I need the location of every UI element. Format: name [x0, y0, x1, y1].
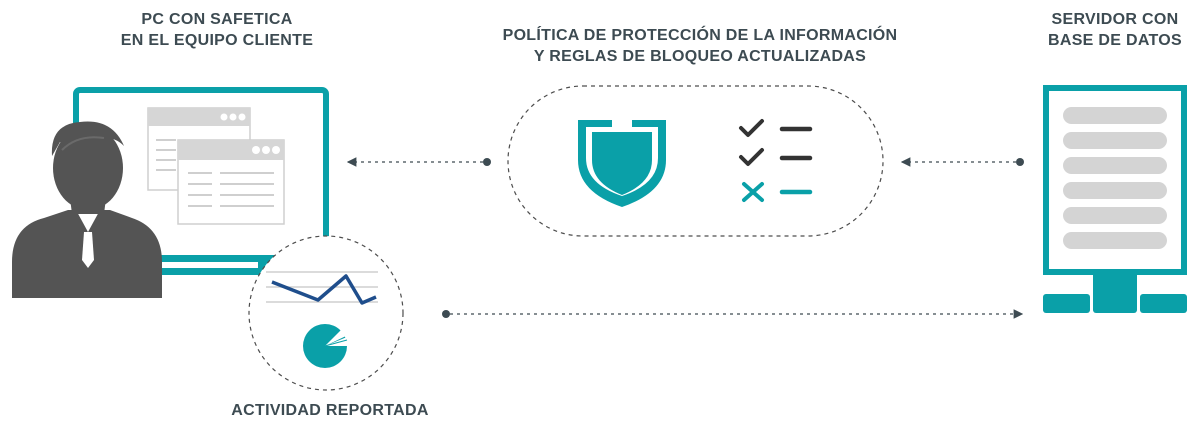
server-label: SERVIDOR CON BASE DE DATOS [1020, 9, 1192, 51]
client-pc-label: PC CON SAFETICA EN EL EQUIPO CLIENTE [92, 9, 342, 51]
checklist-icon [739, 119, 813, 202]
activity-label: ACTIVIDAD REPORTADA [190, 400, 470, 421]
policy-label-line1: POLÍTICA DE PROTECCIÓN DE LA INFORMACIÓN [502, 27, 898, 44]
policy-label-line2: Y REGLAS DE BLOQUEO ACTUALIZADAS [533, 48, 867, 65]
shield-icon [578, 120, 666, 207]
user-silhouette-icon [12, 121, 162, 298]
pie-chart-icon [303, 324, 348, 368]
server-label-line2: BASE DE DATOS [1048, 32, 1182, 49]
window-icon [177, 139, 285, 225]
arrow-activity-to-server [442, 309, 1024, 319]
server-label-line1: SERVIDOR CON [1051, 11, 1179, 28]
activity-report-icon [248, 235, 404, 391]
client-pc-label-line1: PC CON SAFETICA [141, 11, 293, 28]
server-icon [1043, 85, 1187, 313]
arrow-server-to-policy [900, 157, 1024, 167]
activity-label-text: ACTIVIDAD REPORTADA [231, 402, 429, 419]
arrow-policy-to-client [346, 157, 491, 167]
client-pc-label-line2: EN EL EQUIPO CLIENTE [120, 32, 314, 49]
policy-capsule [507, 85, 884, 237]
line-chart-icon [266, 271, 378, 305]
policy-label: POLÍTICA DE PROTECCIÓN DE LA INFORMACIÓN… [440, 25, 960, 67]
